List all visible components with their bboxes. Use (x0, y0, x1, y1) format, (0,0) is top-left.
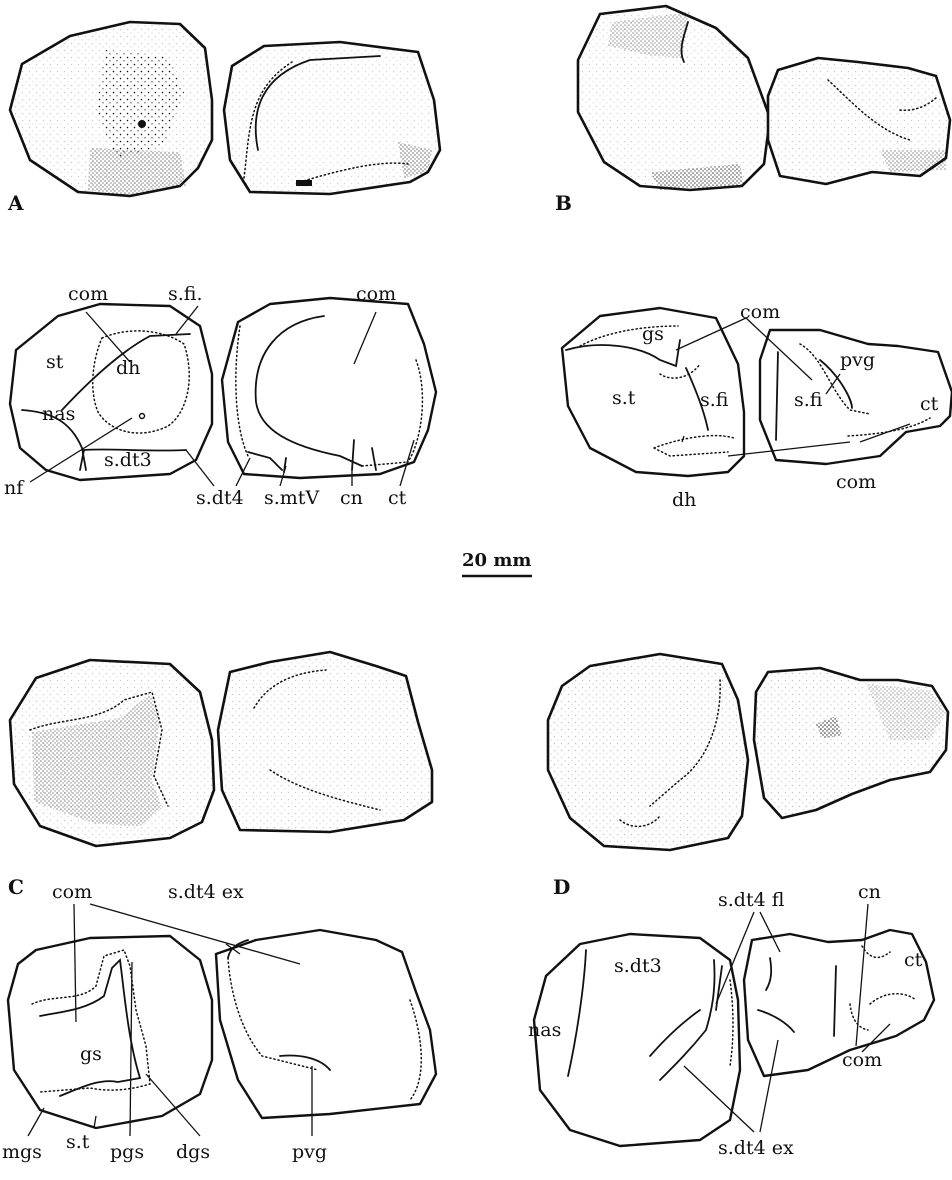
b-label-dh: dh (672, 489, 696, 511)
panel-c-drawing (10, 652, 432, 846)
panel-d-label: D (553, 875, 570, 899)
c-label-s-t: s.t (66, 1131, 90, 1153)
a-label-s-mtV: s.mtV (264, 487, 319, 509)
b-label-s-t: s.t (612, 387, 636, 409)
panel-b-outline-diagram: com gs pvg s.t s.fi s.fi ct dh com (562, 301, 952, 511)
b-label-s-fi-2: s.fi (794, 389, 823, 411)
c-label-s-dt4-ex: s.dt4 ex (168, 881, 244, 903)
d-label-s-dt4-ex: s.dt4 ex (718, 1137, 794, 1159)
c-proximal-outline (8, 936, 212, 1128)
a-label-s-dt3: s.dt3 (104, 449, 152, 471)
scale-bar-label: 20 mm (462, 550, 531, 571)
d-label-nas: nas (528, 1019, 561, 1041)
c-label-gs: gs (80, 1043, 102, 1065)
a-label-s-dt4: s.dt4 (196, 487, 244, 509)
a-distal-dark-mark (296, 180, 312, 186)
a-label-s-fi: s.fi. (168, 283, 203, 305)
c-label-com: com (52, 881, 92, 903)
b-label-ct: ct (920, 393, 939, 415)
c-label-dgs: dgs (176, 1141, 210, 1163)
c-label-mgs: mgs (2, 1141, 42, 1163)
panel-d-drawing (548, 654, 948, 850)
panel-b-drawing (578, 6, 950, 190)
d-label-cn: cn (858, 881, 881, 903)
c-distal-stipple-rim (218, 652, 432, 832)
panel-a-drawing (10, 22, 440, 196)
panel-a-label: A (7, 191, 24, 215)
a-label-dh: dh (116, 357, 140, 379)
panel-c-outline-diagram: com s.dt4 ex gs mgs s.t pgs dgs pvg (2, 881, 436, 1163)
c-distal-outline (216, 930, 436, 1118)
c-label-pvg: pvg (292, 1141, 327, 1163)
b-label-com-2: com (836, 471, 876, 493)
a-proximal-foramen (138, 120, 146, 128)
scale-bar: 20 mm (462, 550, 532, 576)
d-proximal-stipple-rim (548, 654, 748, 850)
a-label-nf: nf (4, 477, 25, 499)
b-label-gs: gs (642, 323, 664, 345)
d-label-s-dt3: s.dt3 (614, 955, 662, 977)
c-lead-mgs (28, 1108, 44, 1136)
d-label-ct: ct (904, 949, 923, 971)
b-label-com-1: com (740, 301, 780, 323)
panel-d-outline-diagram: s.dt4 fl cn ct s.dt3 nas com s.dt4 ex (528, 881, 934, 1159)
b-label-pvg: pvg (840, 349, 875, 371)
d-label-com: com (842, 1049, 882, 1071)
b-label-s-fi-1: s.fi (700, 389, 729, 411)
panel-a-outline-diagram: com s.fi. com st dh nas nf s.dt3 s.dt4 s… (4, 283, 436, 509)
a-label-com-2: com (356, 283, 396, 305)
a-label-nas: nas (42, 403, 75, 425)
b-distal-stipple-patch (880, 150, 946, 172)
a-label-ct: ct (388, 487, 407, 509)
a-label-com-1: com (68, 283, 108, 305)
a-label-st: st (46, 351, 64, 373)
panel-b-label: B (555, 191, 572, 215)
a-distal-outline (222, 298, 436, 478)
a-label-cn: cn (340, 487, 363, 509)
d-label-s-dt4-fl: s.dt4 fl (718, 889, 785, 911)
c-label-pgs: pgs (110, 1141, 144, 1163)
panel-c-label: C (8, 875, 24, 899)
a-lead-s-dt4 (186, 450, 214, 486)
